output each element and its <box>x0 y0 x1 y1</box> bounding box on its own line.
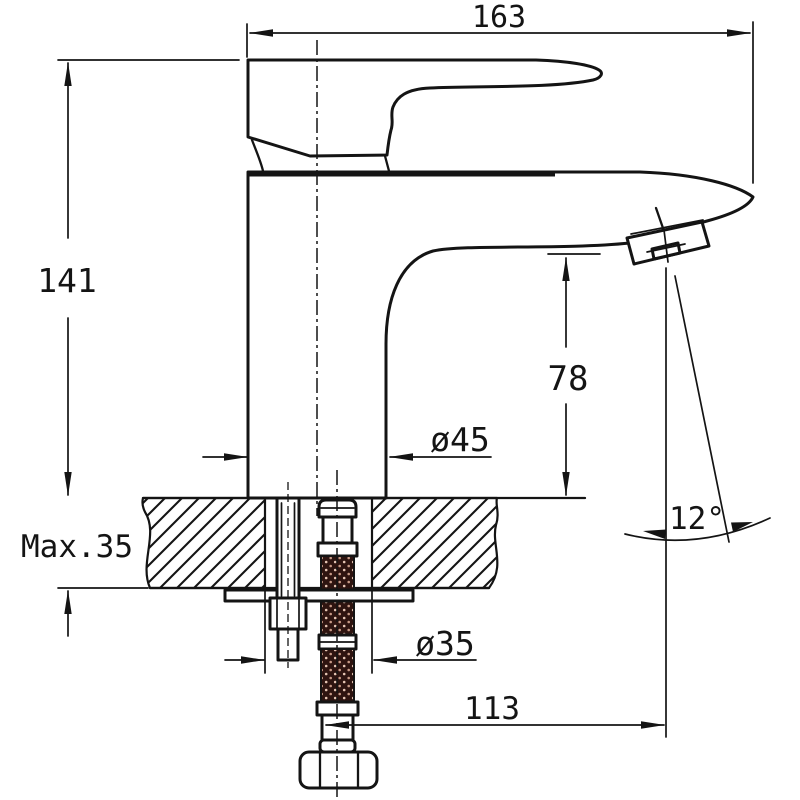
dim-outlet-height: 78 <box>547 253 601 496</box>
angle-arc <box>624 517 771 542</box>
aerator-top-line <box>630 219 704 235</box>
dim-label-overall-width: 163 <box>472 0 526 35</box>
dim-body-diameter: ø45 <box>202 420 492 461</box>
dim-label-overall-height: 141 <box>37 261 97 300</box>
dim-outlet-angle: 12° <box>624 267 771 738</box>
angle-arrow-left <box>643 529 666 539</box>
aerator-housing <box>625 220 711 266</box>
hose-hex-nut <box>298 750 379 790</box>
counter-hatch-left <box>141 496 267 590</box>
aerator-cross-horizontal <box>646 243 686 253</box>
aerator <box>625 206 711 266</box>
dim-overall-height: 141 <box>37 59 240 496</box>
dim-mounting-hole-diameter: ø35 <box>224 624 477 664</box>
dim-spout-reach: 113 <box>325 691 665 729</box>
faucet-body-outline <box>246 170 755 500</box>
angle-arrow-right <box>731 522 753 532</box>
dim-label-body-diameter: ø45 <box>430 420 490 459</box>
dimensions: 163 141 78 ø45 Max.35 ø35 <box>21 0 771 738</box>
handle-lever <box>246 58 603 158</box>
counter-hatch-right <box>370 496 499 590</box>
dim-max-counter-thickness: Max.35 <box>21 529 149 637</box>
supply-hose <box>298 498 379 790</box>
dim-label-spout-reach: 113 <box>464 691 520 727</box>
handle-base-left-edge <box>250 138 265 173</box>
angle-stream-line <box>674 275 730 543</box>
mounting-flange <box>223 588 415 603</box>
dim-overall-width: 163 <box>246 0 754 184</box>
centerlines <box>287 40 338 798</box>
dim-label-max-counter-thickness: Max.35 <box>21 529 133 565</box>
counter-cross-section <box>141 496 587 590</box>
dim-label-outlet-height: 78 <box>548 359 589 399</box>
faucet <box>246 58 755 500</box>
handle-base-right-edge <box>383 154 391 173</box>
aerator-cross-vertical <box>663 229 669 263</box>
dim-label-mounting-hole-diameter: ø35 <box>415 624 475 663</box>
dim-label-outlet-angle: 12° <box>669 501 725 537</box>
